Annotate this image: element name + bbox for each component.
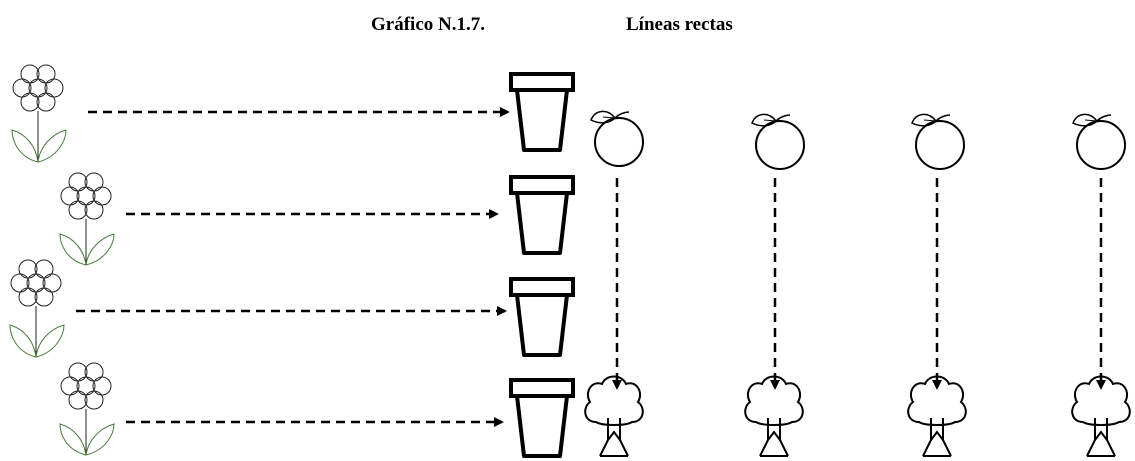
flower-icon <box>59 362 115 456</box>
figure-title: Líneas rectas <box>626 14 733 35</box>
flower-pot-icon <box>509 175 575 255</box>
tree-icon <box>584 375 644 457</box>
figure-number: Gráfico N.1.7. <box>371 14 485 35</box>
flower-pot-icon <box>509 72 575 152</box>
orange-fruit-icon <box>751 113 805 170</box>
flower-pot-icon <box>509 277 575 357</box>
figure-caption: Gráfico N.1.7. Líneas rectas <box>0 14 1135 44</box>
tree-icon <box>907 375 967 457</box>
flower-icon <box>11 64 67 163</box>
orange-fruit-icon <box>911 113 965 170</box>
flower-icon <box>59 172 115 266</box>
orange-fruit-icon <box>590 110 644 167</box>
orange-fruit-icon <box>1072 113 1126 170</box>
flower-pot-icon <box>509 378 575 458</box>
flower-icon <box>9 259 65 358</box>
tree-icon <box>744 375 804 457</box>
tree-icon <box>1071 375 1131 457</box>
